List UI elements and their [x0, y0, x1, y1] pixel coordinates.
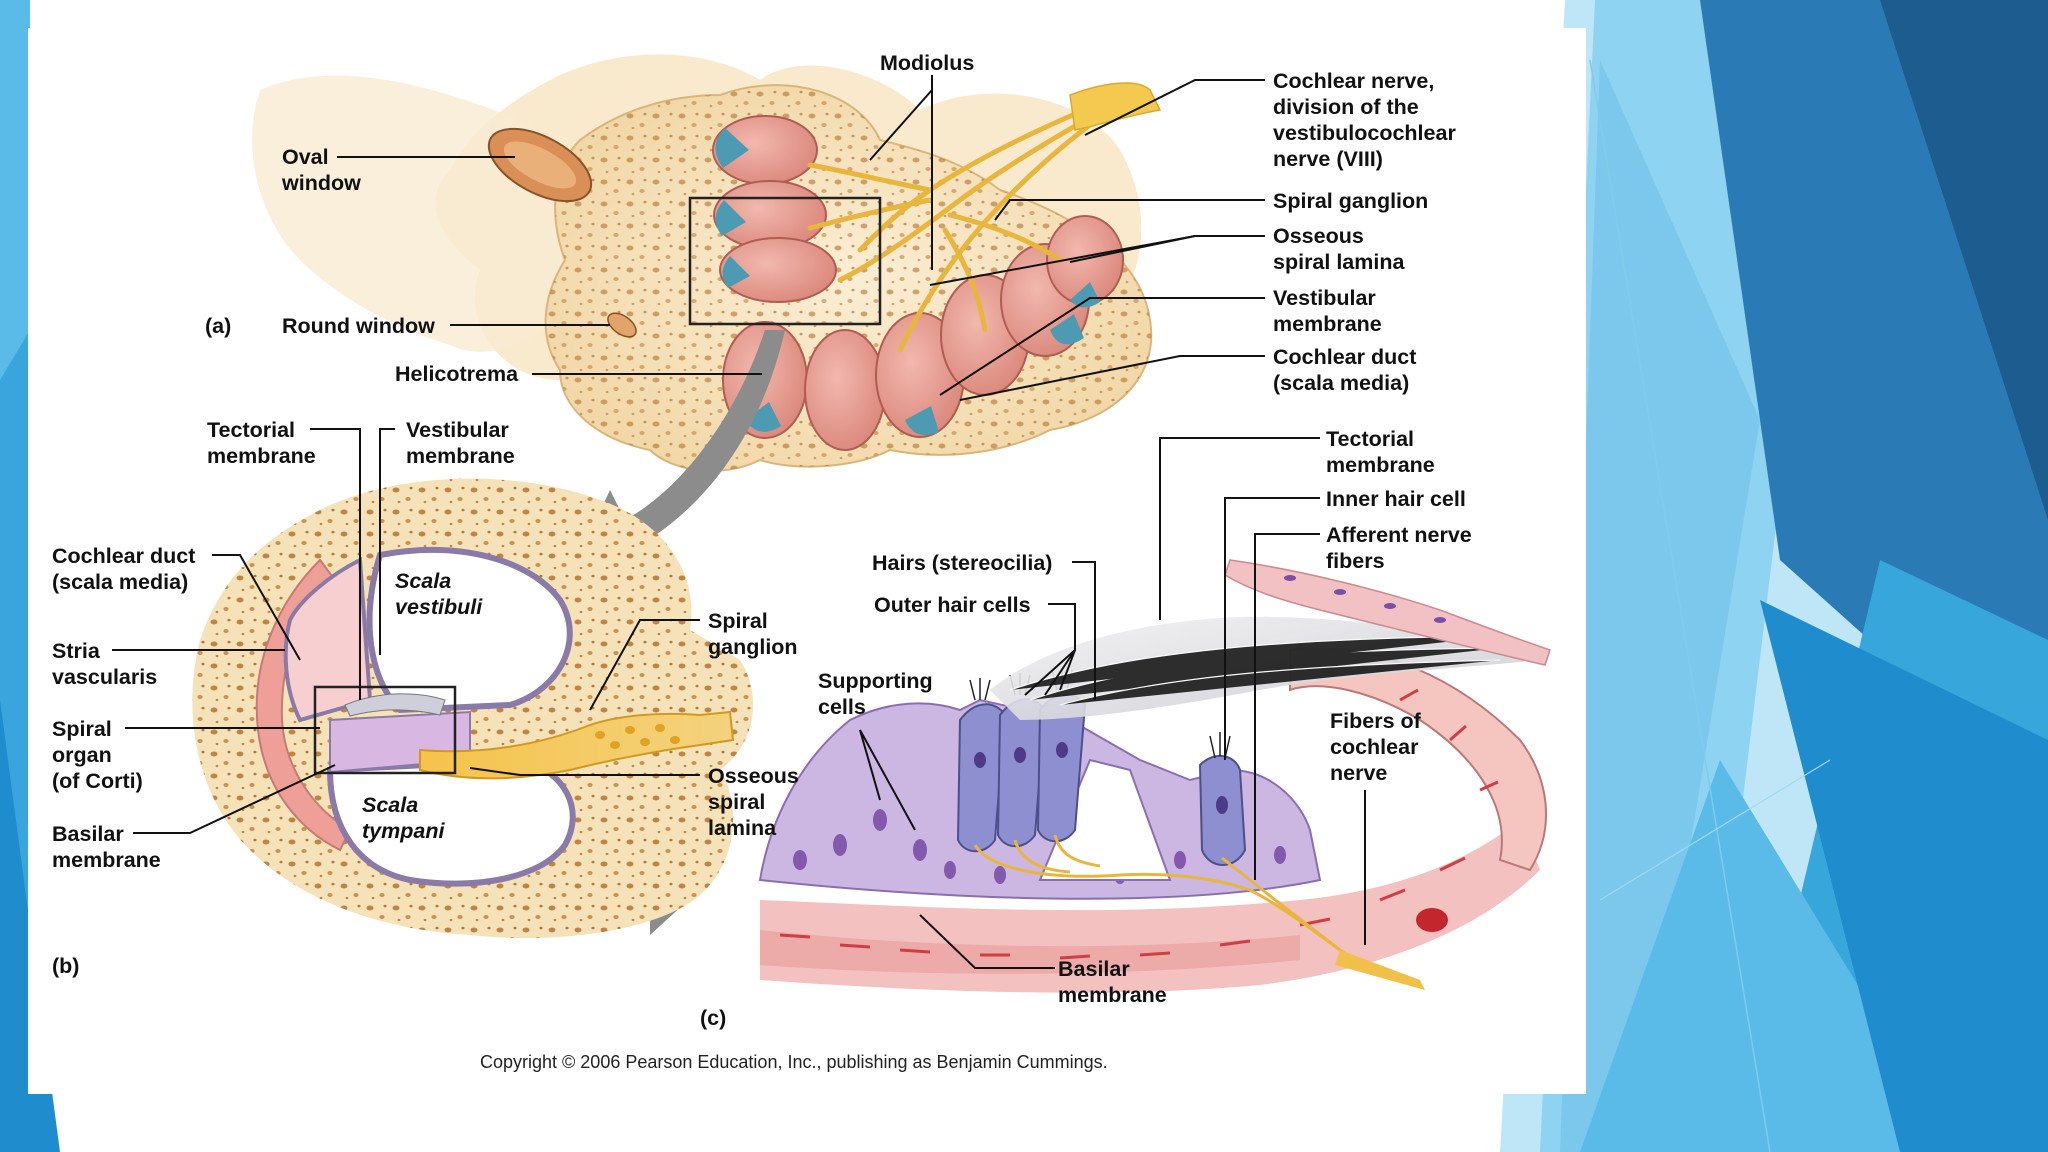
label-afferent-nerve-fibers-line: fibers: [1326, 549, 1385, 573]
label-modiolus-line: Modiolus: [880, 51, 974, 75]
label-tectorial-membrane-b-line: Tectorial: [207, 418, 295, 442]
label-vestibular-membrane-b-line: membrane: [406, 444, 515, 468]
label-scala-tympani-line: tympani: [362, 819, 445, 843]
label-cochlear-nerve-line: division of the: [1273, 95, 1419, 119]
label-cochlear-duct-b-line: (scala media): [52, 570, 188, 594]
label-inner-hair-cell: Inner hair cell: [1326, 487, 1466, 511]
label-spiral-organ-line: Spiral: [52, 717, 112, 741]
label-tectorial-membrane-c-line: membrane: [1326, 453, 1435, 477]
label-round-window: Round window: [282, 314, 435, 338]
label-cochlear-nerve-line: Cochlear nerve,: [1273, 69, 1434, 93]
label-hairs-stereocilia-line: Hairs (stereocilia): [872, 551, 1052, 575]
panel-c-tag: (c): [700, 1006, 726, 1030]
label-scala-vestibuli-line: Scala: [395, 569, 451, 593]
panel-c-illustration: [758, 559, 1551, 993]
label-tectorial-membrane-c-line: Tectorial: [1326, 427, 1414, 451]
label-outer-hair-cells-line: Outer hair cells: [874, 593, 1031, 617]
label-vestibular-membrane-b-line: Vestibular: [406, 418, 509, 442]
inset-box-a: [688, 196, 882, 326]
panel-b-illustration: [192, 478, 754, 939]
round-window: [607, 312, 637, 338]
label-fibers-cochlear-nerve-line: Fibers of: [1330, 709, 1422, 733]
label-stria-vascularis-line: Stria: [52, 639, 101, 663]
label-scala-vestibuli-line: vestibuli: [395, 595, 483, 619]
copyright-notice: Copyright © 2006 Pearson Education, Inc.…: [480, 1052, 1108, 1072]
label-cochlear-duct-b-line: Cochlear duct: [52, 544, 195, 568]
label-spiral-ganglion-b-line: Spiral: [708, 609, 768, 633]
outer-hair-cells-graphic: [956, 693, 1087, 853]
label-oval-window-line: Oval: [282, 145, 329, 169]
label-supporting-cells-line: cells: [818, 695, 866, 719]
label-osseous-spiral-lamina-a-line: Osseous: [1273, 224, 1364, 248]
panel-b-tag: (b): [52, 954, 79, 978]
cochlear-coils: [712, 115, 1124, 451]
label-spiral-ganglion-b-line: ganglion: [708, 635, 798, 659]
label-basilar-membrane-c-line: membrane: [1058, 983, 1167, 1007]
label-afferent-nerve-fibers-line: Afferent nerve: [1326, 523, 1472, 547]
label-inner-hair-cell-line: Inner hair cell: [1326, 487, 1466, 511]
label-spiral-organ-line: organ: [52, 743, 112, 767]
label-osseous-spiral-lamina-b-line: lamina: [708, 816, 777, 840]
label-round-window-line: Round window: [282, 314, 435, 338]
label-basilar-membrane-b-line: membrane: [52, 848, 161, 872]
label-modiolus: Modiolus: [880, 51, 974, 75]
label-basilar-membrane-b-line: Basilar: [52, 822, 124, 846]
label-osseous-spiral-lamina-b-line: Osseous: [708, 764, 799, 788]
label-basilar-membrane-c-line: Basilar: [1058, 957, 1130, 981]
inset-box-b: [313, 685, 457, 775]
label-cochlear-nerve-line: nerve (VIII): [1273, 147, 1383, 171]
label-spiral-ganglion-a-line: Spiral ganglion: [1273, 189, 1428, 213]
leader-lines: [112, 75, 1366, 969]
label-scala-tympani-line: Scala: [362, 793, 418, 817]
label-osseous-spiral-lamina-b-line: spiral: [708, 790, 765, 814]
label-oval-window-line: window: [281, 171, 361, 195]
label-cochlear-duct-a-line: Cochlear duct: [1273, 345, 1416, 369]
label-cochlear-nerve-line: vestibulocochlear: [1273, 121, 1456, 145]
label-hairs-stereocilia: Hairs (stereocilia): [872, 551, 1052, 575]
label-stria-vascularis-line: vascularis: [52, 665, 157, 689]
label-cochlear-duct-a-line: (scala media): [1273, 371, 1409, 395]
label-spiral-ganglion-a: Spiral ganglion: [1273, 189, 1428, 213]
label-cochlear-duct-b: Cochlear duct(scala media): [52, 544, 195, 594]
label-cochlear-duct-a: Cochlear duct(scala media): [1273, 345, 1416, 395]
label-spiral-organ-line: (of Corti): [52, 769, 143, 793]
label-vestibular-membrane-a-line: membrane: [1273, 312, 1382, 336]
label-fibers-cochlear-nerve-line: nerve: [1330, 761, 1387, 785]
panel-a-tag: (a): [205, 314, 231, 338]
label-helicotrema: Helicotrema: [395, 362, 519, 386]
label-outer-hair-cells: Outer hair cells: [874, 593, 1031, 617]
label-helicotrema-line: Helicotrema: [395, 362, 519, 386]
label-vestibular-membrane-a-line: Vestibular: [1273, 286, 1376, 310]
label-osseous-spiral-lamina-a-line: spiral lamina: [1273, 250, 1405, 274]
label-fibers-cochlear-nerve-line: cochlear: [1330, 735, 1419, 759]
label-supporting-cells-line: Supporting: [818, 669, 933, 693]
label-tectorial-membrane-b-line: membrane: [207, 444, 316, 468]
